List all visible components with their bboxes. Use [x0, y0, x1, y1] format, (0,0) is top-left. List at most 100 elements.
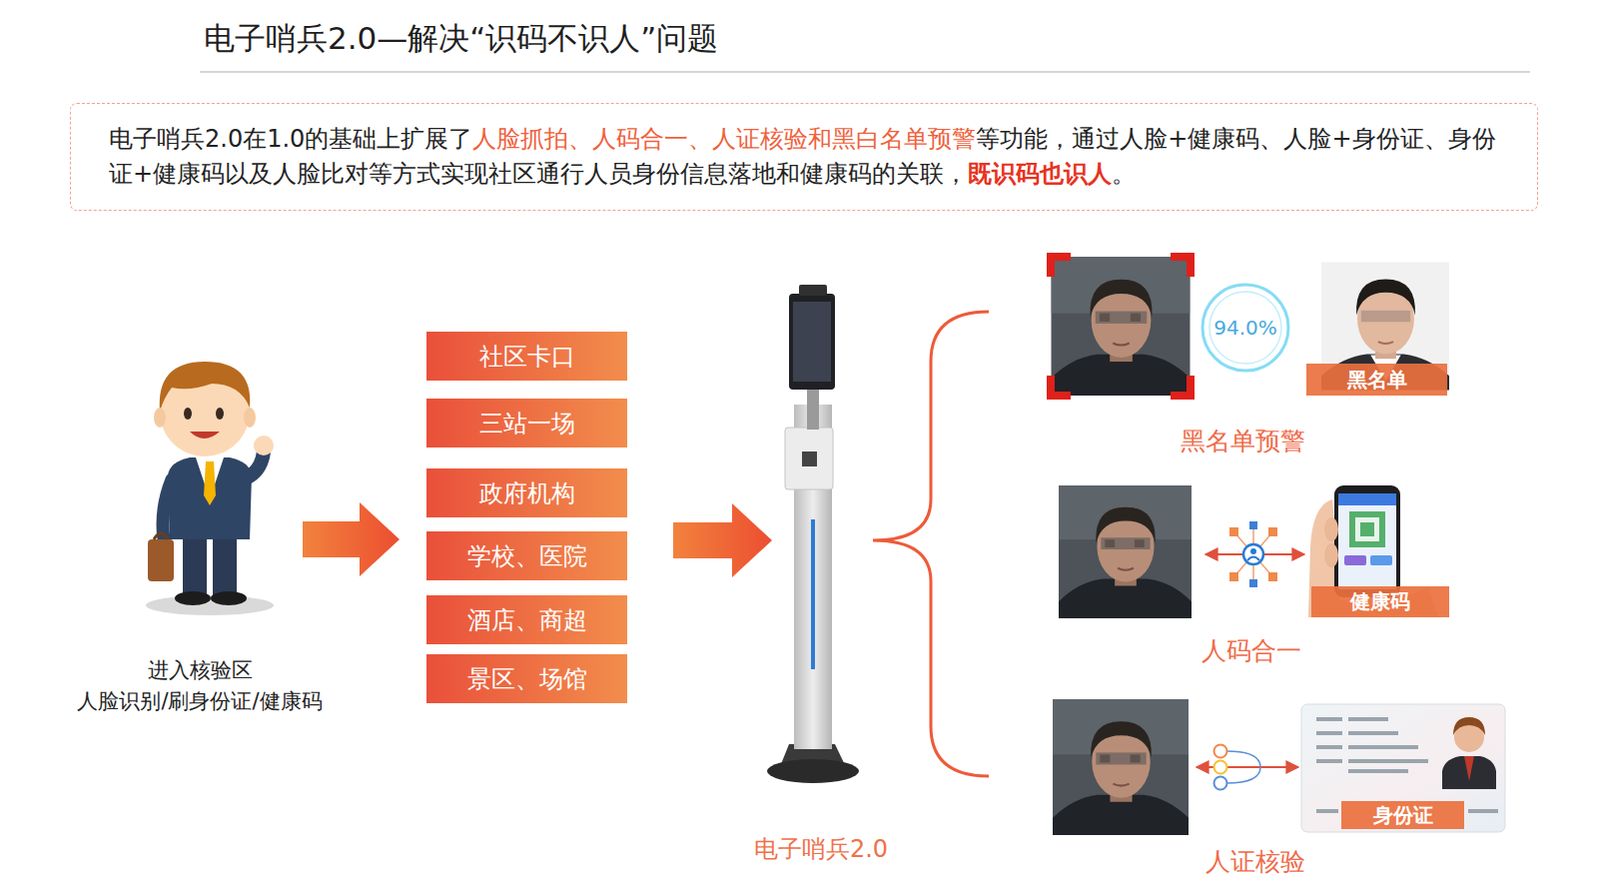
- cartoon-person-part: [167, 457, 252, 540]
- link-icon-part: [1243, 544, 1264, 565]
- cartoon-person-part: [243, 407, 256, 428]
- id-card-part-part: [1316, 808, 1339, 813]
- summary-text: 电子哨兵2.0在1.0的基础上扩展了: [108, 124, 473, 153]
- node-label: 学校、医院: [467, 540, 588, 573]
- label-text: 黑名单预警: [1180, 426, 1306, 456]
- sentinel-device-part: [799, 284, 827, 296]
- node-label: 健康码: [1350, 588, 1411, 616]
- sentinel-device-part: [785, 427, 833, 490]
- phone-in-hand-part: [1360, 522, 1375, 537]
- summary-text: 。: [1111, 159, 1136, 188]
- venue-box: 社区卡口: [426, 331, 628, 381]
- page-title: 电子哨兵2.0—解决“识码不识人”问题: [203, 17, 719, 60]
- score-circle: 94.0%: [1199, 281, 1292, 374]
- link-icon-part: [1247, 557, 1260, 562]
- verify-icon: [1196, 745, 1299, 791]
- cartoon-person-part: [147, 539, 174, 582]
- id-card-part: [1442, 756, 1497, 790]
- verify-icon-part: [1214, 761, 1228, 775]
- captured-face: [1050, 256, 1450, 835]
- id-card-part-part: [1348, 745, 1419, 750]
- id-card-part: [1301, 704, 1506, 832]
- cartoon-person-part: [253, 435, 274, 456]
- summary-text: 既识码也识人: [967, 159, 1112, 188]
- venue-box: 政府机构: [426, 468, 628, 518]
- verify-icon-part: [1214, 745, 1228, 759]
- id-card-part: [1453, 717, 1486, 736]
- link-icon-part: [1268, 527, 1278, 537]
- node-label: 黑名单: [1347, 366, 1408, 394]
- captured-face-part: [1050, 256, 1191, 396]
- caption-label: 电子哨兵2.0: [754, 832, 888, 865]
- link-icon-part: [1250, 548, 1257, 555]
- cartoon-person-part: [215, 407, 224, 420]
- link-icon-part: [1234, 526, 1273, 583]
- phone-in-hand-part: [1338, 493, 1397, 590]
- id-card-part-part: [1316, 759, 1343, 764]
- phone-in-hand-part: [1334, 485, 1401, 598]
- label-text: 人证核验: [1205, 846, 1306, 876]
- venue-box: 三站一场: [426, 398, 628, 448]
- cartoon-person-part: [210, 591, 247, 606]
- block-arrow-part: [673, 503, 773, 578]
- verify-icon-part: [1226, 751, 1261, 784]
- sentinel-device-part: [767, 759, 859, 784]
- caption-label: 人脸识别/刷身份证/健康码: [76, 687, 322, 716]
- circle-ring: [1209, 291, 1282, 364]
- title-rule: [199, 71, 1531, 73]
- node-label: 三站一场: [479, 407, 576, 440]
- title-rule-part: [199, 70, 1531, 73]
- node-label: 景区、场馆: [467, 663, 588, 696]
- link-icon-part: [1229, 527, 1239, 537]
- label-text: 电子哨兵2.0: [754, 834, 888, 863]
- id-card-part-part: [1316, 731, 1343, 736]
- id-card-part-part: [1468, 808, 1499, 813]
- cartoon-person-part: [189, 431, 220, 439]
- verify-icon-part: [1214, 777, 1228, 791]
- id-card-part-part: [1348, 769, 1409, 774]
- circle-ring: [1202, 284, 1289, 371]
- id-card-part-part: [1316, 717, 1343, 722]
- label-text: 人码合一: [1201, 636, 1302, 666]
- venue-box: 学校、医院: [426, 531, 628, 581]
- id-card-part-part: [1316, 745, 1343, 750]
- sentinel-device-part: [810, 519, 815, 670]
- cartoon-person-part: [153, 407, 166, 428]
- node-label: 酒店、商超: [467, 604, 588, 637]
- curly-bracket-part: [872, 311, 989, 777]
- link-icon-part: [1229, 572, 1239, 582]
- node-label: 94.0%: [1213, 315, 1278, 340]
- caption-label: 人证核验: [1205, 844, 1306, 878]
- venue-box: 景区、场馆: [426, 654, 628, 704]
- node-label: 身份证: [1373, 801, 1434, 829]
- link-icon-part: [1268, 572, 1278, 582]
- link-icon: [1205, 521, 1305, 588]
- cartoon-person-part: [162, 479, 172, 540]
- link-icon-part: [1249, 521, 1258, 530]
- id-card-part: [1464, 756, 1475, 782]
- cartoon-person-part: [203, 461, 216, 506]
- node-label: 政府机构: [479, 477, 576, 510]
- id-card-part-part: [1348, 759, 1429, 764]
- phone-in-hand-part: [1344, 555, 1367, 566]
- tag-bar: 健康码: [1311, 586, 1450, 618]
- cartoon-person-part: [153, 533, 168, 540]
- id-card: [1301, 704, 1506, 832]
- cartoon-person-part: [183, 407, 192, 420]
- phone-in-hand-part: [1324, 543, 1339, 568]
- id-card-part-part: [1348, 731, 1399, 736]
- summary-text: 人脸抓拍、人码合一、人证核验和黑白名单预警: [472, 124, 976, 153]
- title-text: 电子哨兵2.0—解决“识码不识人”问题: [203, 19, 719, 56]
- id-card-part: [1316, 717, 1499, 813]
- caption-label: 进入核验区: [147, 656, 253, 685]
- sentinel-device-part: [789, 293, 835, 390]
- sentinel-device-part: [801, 451, 817, 467]
- caption-label: 黑名单预警: [1180, 424, 1306, 458]
- phone-in-hand-part: [1370, 555, 1393, 566]
- cartoon-person: [145, 361, 274, 616]
- tag-bar: 身份证: [1341, 800, 1465, 829]
- phone-in-hand-part: [1324, 517, 1339, 542]
- sentinel-device-part: [793, 301, 831, 382]
- caption-label: 人码合一: [1201, 634, 1302, 668]
